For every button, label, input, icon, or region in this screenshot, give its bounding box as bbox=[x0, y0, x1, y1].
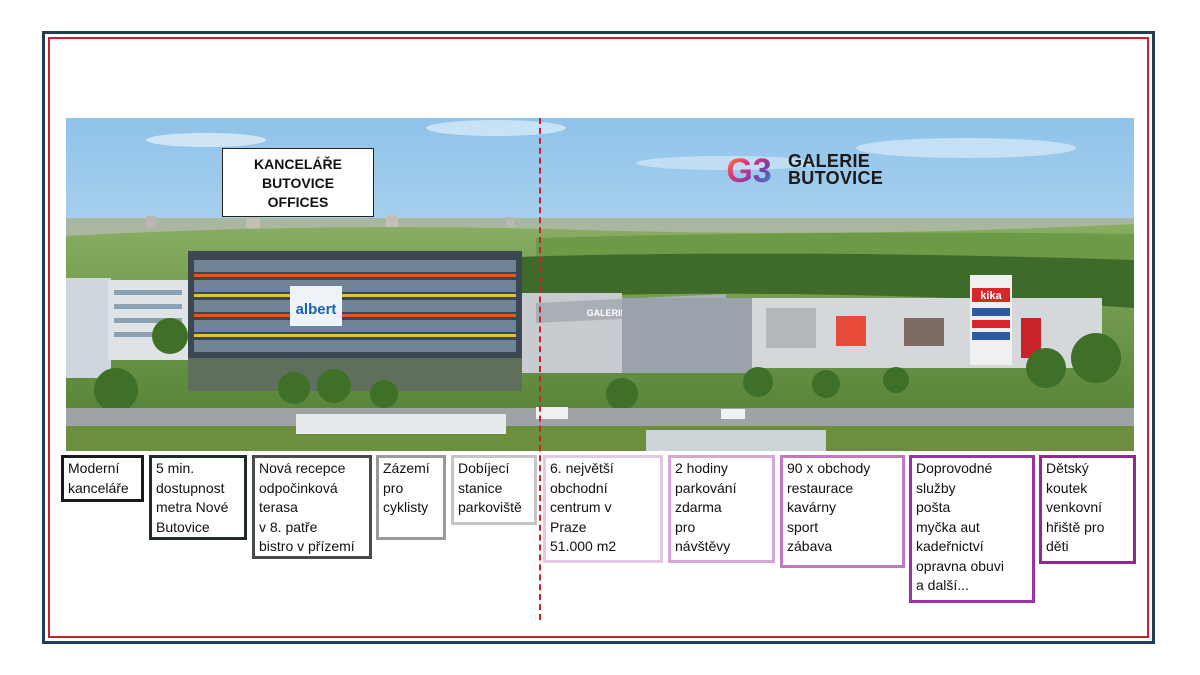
offices-label-line: KANCELÁŘE bbox=[254, 156, 342, 172]
feature-line: kanceláře bbox=[68, 479, 129, 496]
feature-line: terasa bbox=[259, 499, 298, 515]
feature-line: koutek bbox=[1046, 479, 1088, 496]
feature-line: 90 x obchody bbox=[787, 460, 871, 476]
kika-sign: kika bbox=[980, 290, 1002, 302]
feature-line: služby bbox=[916, 479, 956, 496]
feature-line: myčka aut bbox=[916, 518, 980, 535]
feature-line: centrum v bbox=[550, 499, 612, 515]
feature-line: metra Nové bbox=[156, 499, 229, 515]
feature-box-charging: Dobíjecí stanice parkoviště bbox=[451, 455, 537, 525]
feature-line: pošta bbox=[916, 499, 951, 515]
feature-line: venkovní bbox=[1046, 499, 1103, 515]
offices-label: KANCELÁŘE BUTOVICE OFFICES bbox=[222, 148, 374, 217]
feature-line: odpočinková bbox=[259, 479, 338, 496]
feature-box-cyclists: Zázemí pro cyklisty bbox=[376, 455, 446, 540]
feature-line: Butovice bbox=[156, 518, 210, 535]
feature-line: v 8. patře bbox=[259, 518, 318, 535]
feature-line: zdarma bbox=[675, 499, 722, 515]
aerial-photo: albert GALERIE BUTOVICE kika bbox=[66, 118, 1134, 451]
feature-line: Moderní bbox=[68, 460, 120, 476]
feature-line: kadeřnictví bbox=[916, 538, 984, 554]
feature-box-services: Doprovodné služby pošta myčka aut kadeřn… bbox=[909, 455, 1035, 603]
feature-line: pro bbox=[675, 518, 696, 535]
feature-line: parkoviště bbox=[458, 499, 522, 515]
offices-label-line: OFFICES bbox=[267, 194, 329, 210]
feature-box-largest-mall: 6. největší obchodní centrum v Praze 51.… bbox=[543, 455, 663, 563]
feature-line: 6. největší bbox=[550, 460, 614, 476]
feature-line: obchodní bbox=[550, 479, 608, 496]
galerie-butovice-logo: G3 GALERIE BUTOVICE bbox=[718, 150, 883, 190]
feature-line: stanice bbox=[458, 479, 503, 496]
feature-box-reception: Nová recepce odpočinková terasa v 8. pat… bbox=[252, 455, 372, 559]
feature-line: 51.000 m2 bbox=[550, 538, 617, 554]
feature-line: zábava bbox=[787, 538, 833, 554]
logo-wordmark: GALERIE BUTOVICE bbox=[788, 151, 884, 188]
g3-logo-icon: G3 bbox=[726, 152, 771, 189]
feature-box-modern-offices: Moderní kanceláře bbox=[61, 455, 144, 502]
feature-line: hřiště pro bbox=[1046, 518, 1105, 535]
section-divider bbox=[539, 118, 541, 620]
offices-label-line: BUTOVICE bbox=[261, 175, 335, 191]
feature-line: kavárny bbox=[787, 499, 837, 515]
feature-line: Dobíjecí bbox=[458, 460, 510, 476]
feature-line: Zázemí bbox=[383, 460, 430, 476]
feature-line: bistro v přízemí bbox=[259, 538, 355, 554]
outer-frame bbox=[42, 31, 1155, 644]
feature-box-metro-access: 5 min. dostupnost metra Nové Butovice bbox=[149, 455, 247, 540]
logo-line: BUTOVICE bbox=[788, 168, 884, 188]
feature-line: a další... bbox=[916, 577, 969, 593]
feature-line: restaurace bbox=[787, 479, 854, 496]
feature-line: Praze bbox=[550, 518, 587, 535]
feature-line: 5 min. bbox=[156, 460, 195, 476]
feature-line: pro bbox=[383, 479, 404, 496]
feature-line: 2 hodiny bbox=[675, 460, 728, 476]
feature-line: děti bbox=[1046, 538, 1069, 554]
feature-box-kids-corner: Dětský koutek venkovní hřiště pro děti bbox=[1039, 455, 1136, 564]
feature-box-free-parking: 2 hodiny parkování zdarma pro návštěvy bbox=[668, 455, 775, 563]
feature-line: cyklisty bbox=[383, 499, 429, 515]
logo-line: GALERIE bbox=[788, 151, 871, 171]
feature-line: parkování bbox=[675, 479, 737, 496]
logo-mark-text: G3 bbox=[726, 152, 771, 189]
feature-line: Dětský bbox=[1046, 460, 1089, 476]
feature-box-shops: 90 x obchody restaurace kavárny sport zá… bbox=[780, 455, 905, 568]
feature-line: opravna obuvi bbox=[916, 557, 1004, 574]
inner-frame bbox=[48, 37, 1149, 638]
feature-line: návštěvy bbox=[675, 538, 731, 554]
albert-sign: albert bbox=[296, 301, 337, 318]
feature-line: dostupnost bbox=[156, 479, 225, 496]
feature-line: Nová recepce bbox=[259, 460, 346, 476]
feature-line: Doprovodné bbox=[916, 460, 993, 476]
feature-line: sport bbox=[787, 518, 819, 535]
